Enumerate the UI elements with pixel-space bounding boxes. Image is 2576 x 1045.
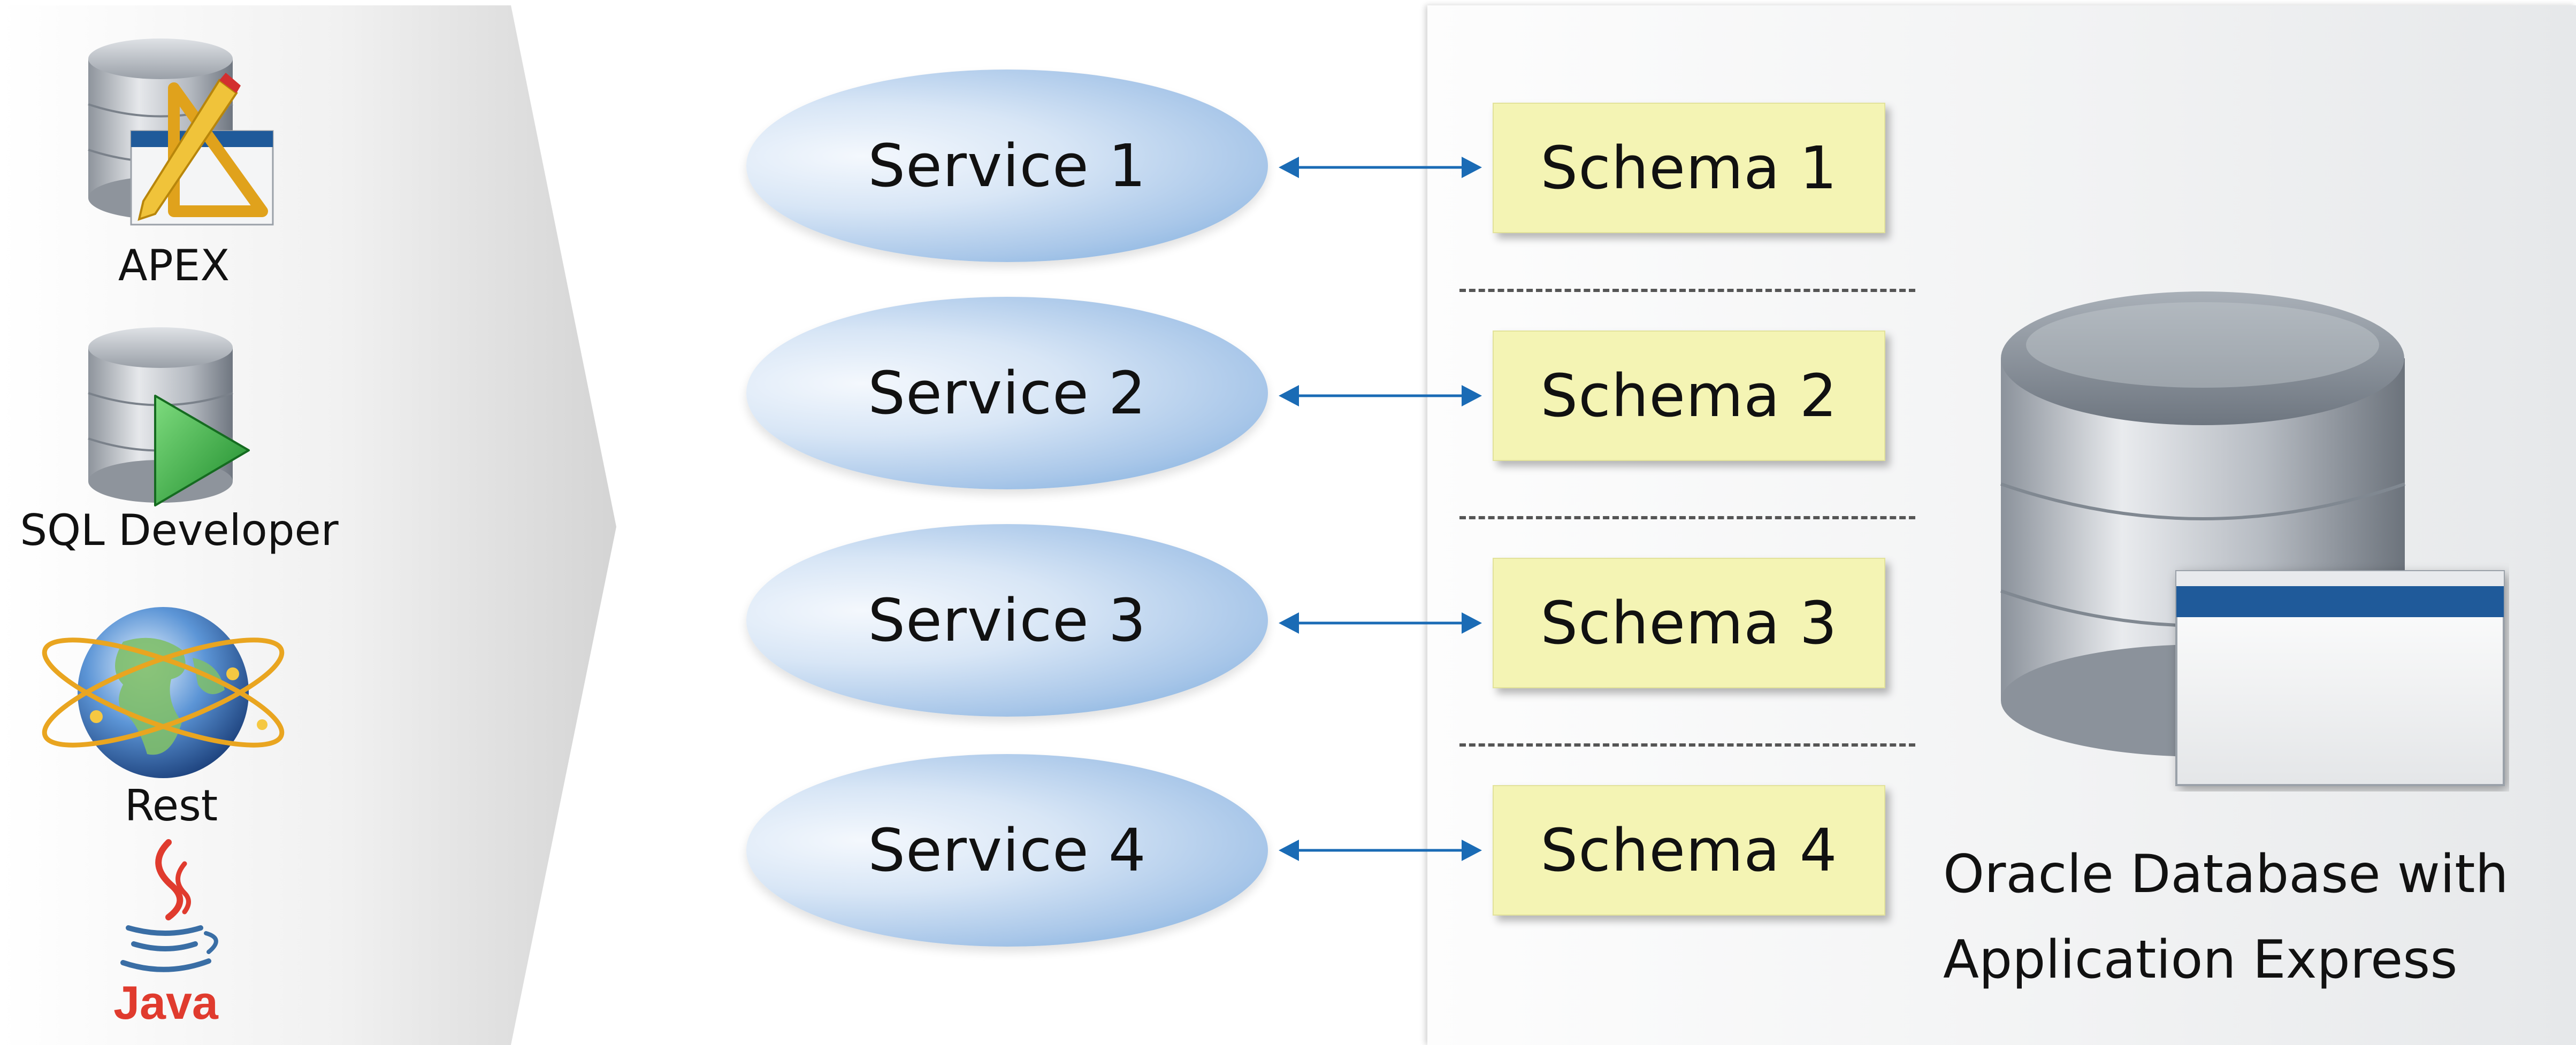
bidirectional-arrow <box>1279 385 1482 406</box>
schema-box: Schema 1 <box>1493 103 1885 233</box>
database-caption-line2: Application Express <box>1943 929 2458 990</box>
schema-divider <box>1459 289 1915 292</box>
bidirectional-arrow <box>1279 612 1482 634</box>
sql-developer-label: SQL Developer <box>20 505 339 555</box>
bidirectional-arrow <box>1279 840 1482 861</box>
database-icon <box>2000 291 2505 786</box>
schema-divider <box>1459 516 1915 519</box>
schema-box: Schema 4 <box>1493 785 1885 916</box>
service-label: Service 3 <box>868 586 1146 655</box>
service-label: Service 2 <box>868 359 1146 427</box>
schema-label: Schema 1 <box>1540 134 1838 202</box>
apex-label: APEX <box>118 241 230 290</box>
service-label: Service 4 <box>868 816 1146 885</box>
schema-box: Schema 2 <box>1493 331 1885 461</box>
database-caption: Oracle Database with Application Express <box>1943 832 2509 1003</box>
service-node: Service 1 <box>746 70 1268 262</box>
service-label: Service 1 <box>868 132 1146 200</box>
bidirectional-arrow <box>1279 157 1482 178</box>
schema-label: Schema 4 <box>1540 816 1838 885</box>
svg-text:Java: Java <box>113 976 219 1029</box>
service-node: Service 3 <box>746 524 1268 717</box>
schema-divider <box>1459 743 1915 747</box>
service-node: Service 2 <box>746 297 1268 489</box>
rest-globe-icon <box>42 607 285 778</box>
database-caption-line1: Oracle Database with <box>1943 844 2509 905</box>
service-node: Service 4 <box>746 754 1268 947</box>
java-logo-icon: Java <box>113 839 219 1029</box>
client-tools-panel <box>0 5 616 1045</box>
apex-database-icon <box>88 39 274 226</box>
rest-label: Rest <box>124 781 218 831</box>
schema-label: Schema 2 <box>1540 362 1838 430</box>
schema-box: Schema 3 <box>1493 558 1885 688</box>
sql-developer-icon <box>88 327 250 506</box>
schema-label: Schema 3 <box>1540 589 1838 657</box>
